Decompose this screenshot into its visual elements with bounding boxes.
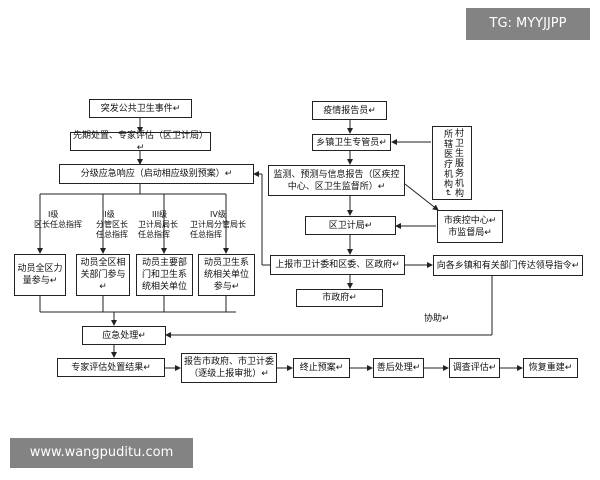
label-level-2-sub: 分管区长任总指挥 [96, 220, 128, 239]
node-rebuild: 恢复重建↵ [523, 358, 578, 378]
node-investigate: 调查评估↵ [449, 358, 500, 378]
node-expert-evaluation: 专家评估处置结果↵ [57, 358, 165, 377]
node-aftermath: 善后处理↵ [373, 358, 424, 378]
node-city-cdc: 市疾控中心↵市监督局↵ [437, 210, 503, 243]
node-report-city: 报告市政府、市卫计委（逐级上报审批）↵ [181, 353, 277, 383]
node-notify-townships: 向各乡镇和有关部门传达领导指令↵ [433, 255, 583, 276]
label-level-2: II级 [102, 210, 115, 219]
node-terminate-plan: 终止预案↵ [293, 358, 350, 378]
label-level-1-sub: 区长任总指挥 [34, 220, 82, 229]
node-public-health-event: 突发公共卫生事件↵ [89, 99, 192, 118]
node-emergency-handling: 应急处理↵ [82, 326, 166, 345]
node-city-government: 市政府↵ [296, 289, 383, 307]
node-township-officer: 乡镇卫生专管员↵ [312, 134, 391, 151]
node-monitoring-report: 监测、预测与信息报告（区疾控中心、区卫生监督所）↵ [268, 165, 405, 196]
watermark-top-right: TG: MYYJJPP [466, 8, 590, 40]
label-assist: 协助↵ [424, 314, 450, 324]
label-level-4: IV级 [210, 210, 226, 219]
node-report-upward: 上报市卫计委和区委、区政府↵ [270, 255, 405, 275]
node-epidemic-reporter: 疫情报告员↵ [312, 101, 387, 120]
node-village-clinic: 村卫生服务机构所辖医疗机构↵ [432, 126, 472, 200]
node-initial-disposal: 先期处置、专家评估（区卫计局）↵ [70, 131, 211, 153]
label-level-1: I级 [48, 210, 59, 219]
node-mobilize-main-units: 动员主要部门和卫生系统相关单位 [136, 254, 193, 296]
watermark-bottom-left: www.wangpuditu.com [10, 438, 193, 468]
node-mobilize-district: 动员全区力量参与↵ [14, 254, 66, 296]
label-level-3-sub: 卫计局局长任总指挥 [138, 220, 178, 239]
node-mobilize-health-system: 动员卫生系统相关单位参与↵ [198, 254, 255, 296]
label-level-3: III级 [152, 210, 168, 219]
node-graded-response: 分级应急响应（启动相应级别预案）↵ [59, 164, 254, 184]
node-mobilize-departments: 动员全区相关部门参与↵ [76, 254, 130, 296]
node-district-health-bureau: 区卫计局↵ [305, 216, 396, 235]
label-level-4-sub: 卫计局分管局长任总指挥 [190, 220, 246, 239]
